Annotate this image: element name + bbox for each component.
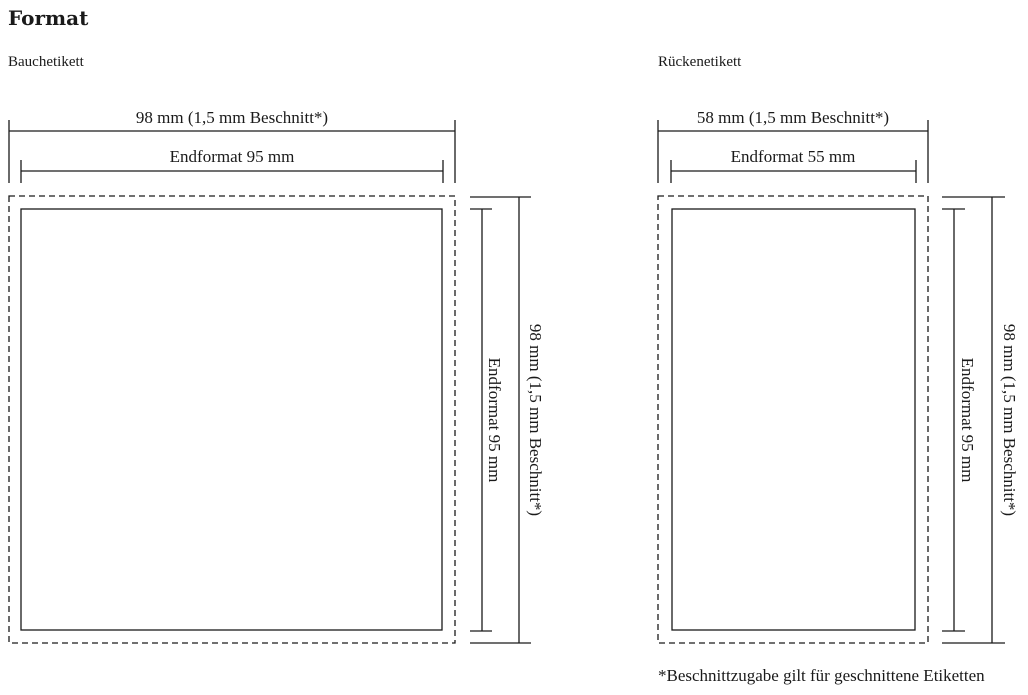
label-title-back: Rückenetikett bbox=[658, 54, 742, 70]
width-total-text: 58 mm (1,5 mm Beschnitt*) bbox=[697, 108, 889, 127]
footnote: *Beschnittzugabe gilt für geschnittene E… bbox=[658, 666, 985, 685]
belly-label-diagram: 98 mm (1,5 mm Beschnitt*) Endformat 95 m… bbox=[8, 108, 545, 644]
final-format-outline bbox=[20, 208, 443, 631]
page-title: Format bbox=[8, 6, 89, 30]
width-total-text: 98 mm (1,5 mm Beschnitt*) bbox=[136, 108, 328, 127]
width-final-text: Endformat 55 mm bbox=[731, 147, 856, 166]
height-total-text: 98 mm (1,5 mm Beschnitt*) bbox=[526, 324, 545, 516]
bleed-outline bbox=[8, 195, 456, 644]
width-final-text: Endformat 95 mm bbox=[170, 147, 295, 166]
bleed-outline bbox=[657, 195, 929, 644]
height-total-text: 98 mm (1,5 mm Beschnitt*) bbox=[1000, 324, 1019, 516]
label-title-belly: Bauchetikett bbox=[8, 54, 84, 70]
height-final-text: Endformat 95 mm bbox=[958, 358, 977, 483]
back-label-diagram: 58 mm (1,5 mm Beschnitt*) Endformat 55 m… bbox=[657, 108, 1019, 644]
height-final-text: Endformat 95 mm bbox=[485, 358, 504, 483]
final-format-outline bbox=[671, 208, 916, 631]
